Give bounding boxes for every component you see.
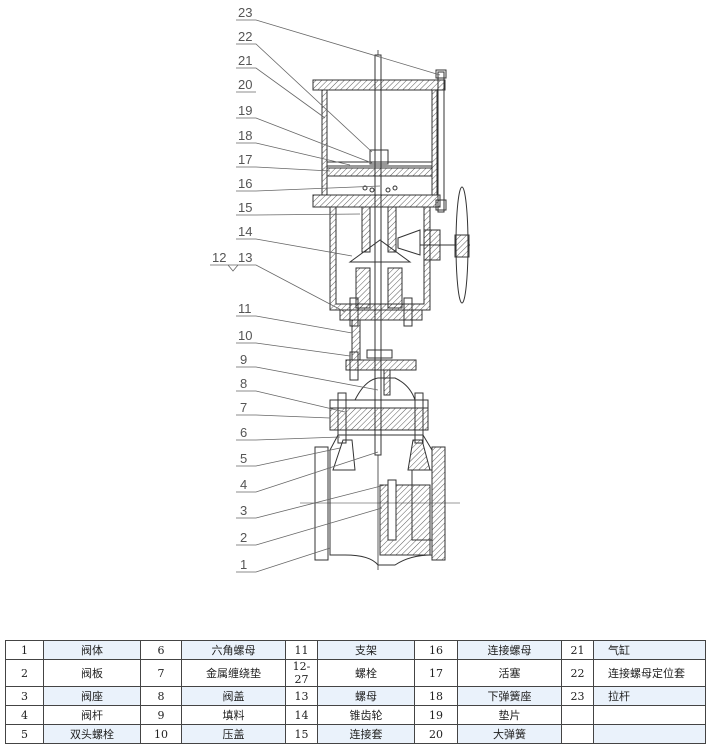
callout-15: 15 — [238, 200, 252, 215]
part-number: 14 — [285, 705, 318, 725]
part-number: 8 — [140, 686, 182, 706]
callout-23: 23 — [238, 5, 252, 20]
part-number: 18 — [414, 686, 458, 706]
part-name: 双头螺栓 — [43, 724, 141, 744]
callout-1: 1 — [240, 557, 247, 572]
part-name: 六角螺母 — [181, 640, 286, 660]
callout-16: 16 — [238, 176, 252, 191]
part-name — [593, 724, 706, 744]
part-number: 3 — [5, 686, 44, 706]
part-number — [561, 705, 594, 725]
part-name: 下弹簧座 — [457, 686, 562, 706]
valve-drawing — [300, 50, 470, 570]
part-name: 阀座 — [43, 686, 141, 706]
part-name: 连接套 — [317, 724, 415, 744]
callout-4: 4 — [240, 477, 247, 492]
part-name: 阀体 — [43, 640, 141, 660]
part-number: 2 — [5, 659, 44, 687]
part-number: 13 — [285, 686, 318, 706]
part-name: 阀杆 — [43, 705, 141, 725]
callout-22: 22 — [238, 29, 252, 44]
part-number: 15 — [285, 724, 318, 744]
part-name: 垫片 — [457, 705, 562, 725]
part-name: 填料 — [181, 705, 286, 725]
part-name: 阀板 — [43, 659, 141, 687]
callout-17: 17 — [238, 152, 252, 167]
part-number: 17 — [414, 659, 458, 687]
part-name — [593, 705, 706, 725]
callout-2: 2 — [240, 530, 247, 545]
callout-14: 14 — [238, 224, 252, 239]
part-number: 7 — [140, 659, 182, 687]
callout-13: 13 — [238, 250, 252, 265]
callout-7: 7 — [240, 400, 247, 415]
part-number: 1 — [5, 640, 44, 660]
part-number: 4 — [5, 705, 44, 725]
part-name: 连接螺母 — [457, 640, 562, 660]
part-number: 6 — [140, 640, 182, 660]
callout-5: 5 — [240, 451, 247, 466]
callout-labels — [210, 19, 441, 573]
part-name: 金属缠绕垫 — [181, 659, 286, 687]
part-name: 螺栓 — [317, 659, 415, 687]
part-number: 20 — [414, 724, 458, 744]
callout-21: 21 — [238, 53, 252, 68]
part-number: 23 — [561, 686, 594, 706]
callout-12: 12 — [212, 250, 226, 265]
callout-6: 6 — [240, 425, 247, 440]
part-number: 12-27 — [285, 659, 318, 687]
callout-19: 19 — [238, 103, 252, 118]
part-number: 11 — [285, 640, 318, 660]
callout-10: 10 — [238, 328, 252, 343]
part-name: 螺母 — [317, 686, 415, 706]
callout-11: 11 — [238, 301, 252, 316]
part-name: 连接螺母定位套 — [593, 659, 706, 687]
callout-20: 20 — [238, 77, 252, 92]
part-name: 压盖 — [181, 724, 286, 744]
callout-8: 8 — [240, 376, 247, 391]
callout-numbers: 23 22 21 20 19 18 17 16 15 14 12 13 11 1… — [212, 5, 252, 572]
part-number: 22 — [561, 659, 594, 687]
part-name: 大弹簧 — [457, 724, 562, 744]
part-name: 气缸 — [593, 640, 706, 660]
part-number: 19 — [414, 705, 458, 725]
part-number: 10 — [140, 724, 182, 744]
part-number: 5 — [5, 724, 44, 744]
callout-9: 9 — [240, 352, 247, 367]
part-name: 阀盖 — [181, 686, 286, 706]
part-name: 拉杆 — [593, 686, 706, 706]
valve-assembly-diagram: 23 22 21 20 19 18 17 16 15 14 12 13 11 1… — [210, 5, 470, 573]
part-number: 16 — [414, 640, 458, 660]
part-name: 锥齿轮 — [317, 705, 415, 725]
part-name: 支架 — [317, 640, 415, 660]
part-name: 活塞 — [457, 659, 562, 687]
callout-18: 18 — [238, 128, 252, 143]
part-number: 9 — [140, 705, 182, 725]
callout-3: 3 — [240, 503, 247, 518]
part-number — [561, 724, 594, 744]
part-number: 21 — [561, 640, 594, 660]
